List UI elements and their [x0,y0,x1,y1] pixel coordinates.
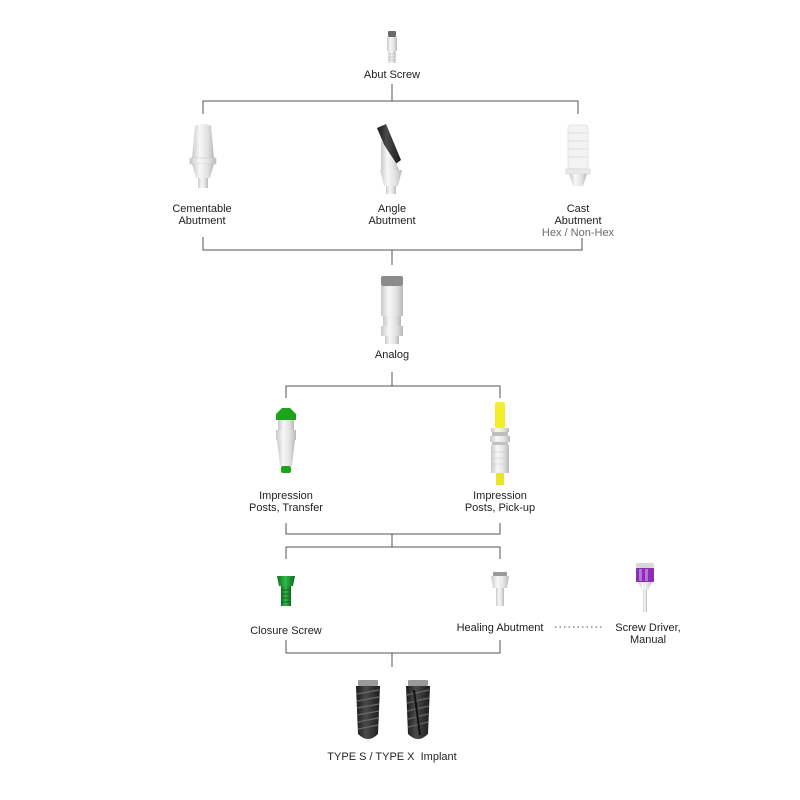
cementable-abutment-line-2: Abutment [178,215,226,227]
connector-screw-to-abutments [202,84,579,114]
abut-screw-label: Abut Screw [363,69,421,81]
impression-transfer-line-2: Posts, Transfer [249,502,323,514]
analog-image [381,276,403,344]
connector-lines [202,84,603,667]
impression-pickup-line-2: Posts, Pick-up [464,502,536,514]
angle-abutment-image [377,124,402,194]
screw-driver-image [636,563,654,612]
healing-abutment-image [491,572,509,606]
cementable-abutment-line-1: Cementable [172,203,232,215]
screw-driver-line-2: Manual [629,634,667,646]
screw-driver-line-1: Screw Driver, [615,622,681,634]
implant-label: TYPE S / TYPE X Implant [327,751,457,763]
angle-abutment-line-1: Angle [377,203,407,215]
impression-pickup-line-1: Impression [473,490,527,502]
impression-pickup-image [490,402,510,485]
healing-abutment-label: Healing Abutment [456,622,544,634]
cast-abutment-line-2: Abutment [554,215,602,227]
connector-healing-to-implant [285,640,501,667]
connector-analog-to-impression [285,372,501,398]
impression-transfer-label: Impression Posts, Transfer [226,490,346,514]
implant-type-s-image [356,680,380,739]
cementable-abutment-image [189,124,217,188]
cast-abutment-line-1: Cast [566,203,590,215]
implant-type-x-image [406,680,430,739]
closure-screw-label: Closure Screw [250,625,322,637]
impression-transfer-image [276,408,296,473]
analog-label: Analog [374,349,410,361]
impression-transfer-line-1: Impression [259,490,313,502]
angle-abutment-line-2: Abutment [368,215,416,227]
cast-abutment-note: Hex / Non-Hex [541,227,615,239]
connector-abutments-to-analog [202,237,583,265]
closure-screw-image [277,576,295,606]
abut-screw-image [387,31,397,63]
cast-abutment-label: Cast Abutment Hex / Non-Hex [526,203,630,239]
angle-abutment-label: Angle Abutment [340,203,444,227]
connector-impression-to-healing [285,523,501,559]
screw-driver-label: Screw Driver, Manual [596,622,700,646]
impression-pickup-label: Impression Posts, Pick-up [440,490,560,514]
cast-abutment-image [565,124,591,186]
cementable-abutment-label: Cementable Abutment [150,203,254,227]
